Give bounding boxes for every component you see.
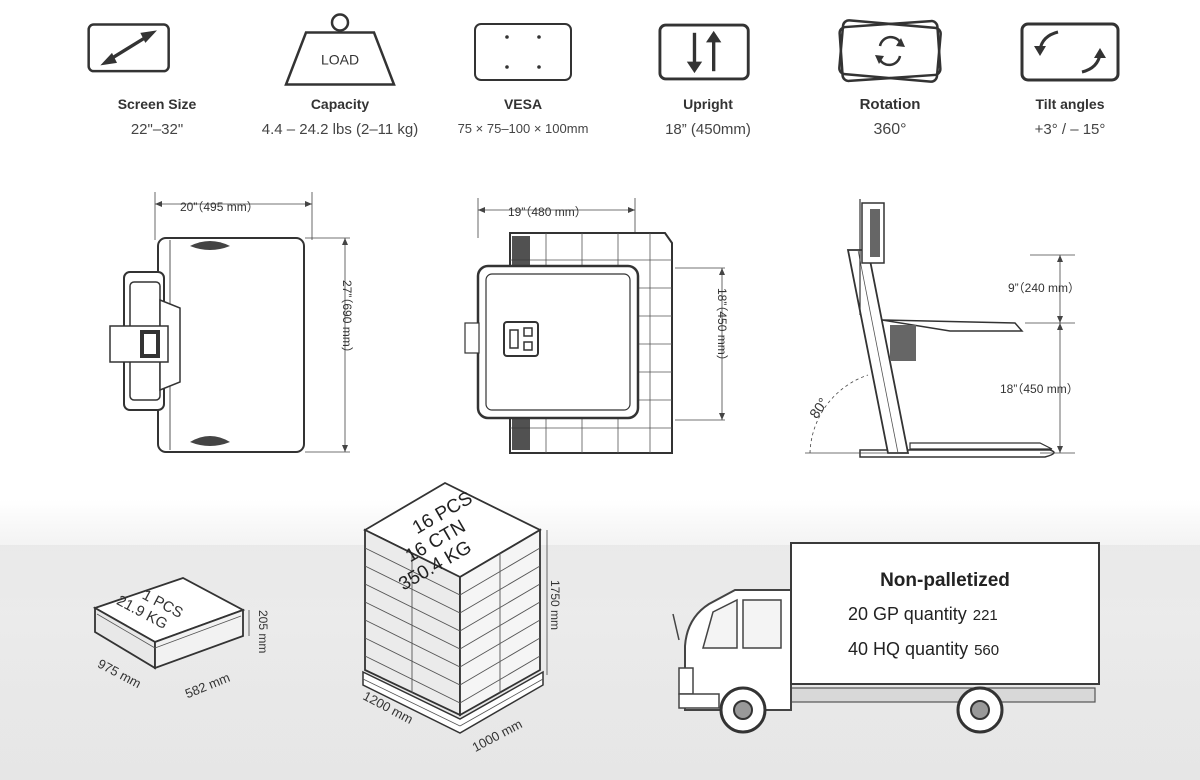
- spec-label: Rotation: [859, 96, 921, 113]
- spec-label: Capacity: [310, 96, 370, 112]
- single-height-label: 205 mm: [256, 610, 270, 654]
- spec-value: 360°: [873, 121, 907, 138]
- up-down-arrows-icon: [658, 23, 750, 81]
- pallet-height-label: 1750 mm: [548, 580, 562, 631]
- shipping-row-label: 40 HQ quantity: [848, 639, 969, 659]
- shipping-title: Non-palletized: [880, 570, 1010, 591]
- spec-value: +3° / – 15°: [1034, 121, 1106, 138]
- truck-illustration: [672, 589, 1096, 734]
- pallet-stack: [362, 481, 548, 734]
- spec-value: 75 × 75–100 × 100mm: [457, 121, 589, 136]
- spec-value: 18” (450mm): [665, 121, 751, 138]
- shipping-row-value: 221: [972, 607, 998, 624]
- single-carton-box: [92, 577, 250, 670]
- rotation-icon: [838, 19, 942, 83]
- spec-value: 22"–32": [130, 121, 184, 138]
- spec-label: Screen Size: [117, 96, 197, 112]
- shipping-row-value: 560: [974, 642, 1000, 659]
- shipping-row-40hq: 40 HQ quantity 560: [848, 639, 999, 660]
- front-view-drawing: [109, 192, 350, 453]
- top-view-drawing: [464, 198, 725, 454]
- load-text: LOAD: [321, 52, 359, 68]
- load-weight-icon: LOAD: [284, 13, 396, 86]
- side-view-drawing: [805, 199, 1075, 458]
- shipping-info-box: Non-palletized 20 GP quantity 221 40 HQ q…: [790, 542, 1100, 685]
- spec-label: Upright: [683, 96, 733, 112]
- vesa-mount-icon: [474, 23, 572, 81]
- side-lower-label: 18”（450 mm）: [1000, 382, 1079, 396]
- shipping-row-20gp: 20 GP quantity 221: [848, 604, 998, 625]
- spec-label: VESA: [503, 96, 543, 112]
- side-upper-label: 9”（240 mm）: [1008, 281, 1081, 295]
- tilt-arrows-icon: [1020, 22, 1120, 82]
- top-height-label: 18”（450 mm）: [715, 288, 729, 367]
- front-width-label: 20”（495 mm）: [180, 200, 259, 214]
- spec-label: Tilt angles: [1035, 96, 1105, 112]
- top-width-label: 19”（480 mm）: [508, 205, 587, 219]
- shipping-row-label: 20 GP quantity: [848, 604, 967, 624]
- spec-value: 4.4 – 24.2 lbs (2–11 kg): [261, 121, 419, 138]
- diagonal-arrow-icon: [87, 23, 170, 73]
- front-height-label: 27”（690 mm）: [340, 280, 354, 359]
